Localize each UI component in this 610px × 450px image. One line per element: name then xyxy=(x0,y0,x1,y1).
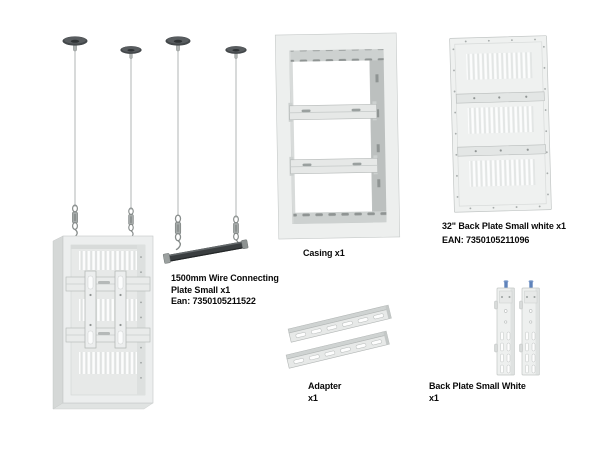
label-line: Casing x1 xyxy=(303,248,345,258)
wire-turnbuckle-icon xyxy=(127,207,135,240)
cross-rail-icon xyxy=(289,155,378,176)
back-plate-32-label: 32" Back Plate Small white x1 EAN: 73501… xyxy=(442,220,566,247)
label-line: Plate Small x1 xyxy=(171,284,231,295)
label-line: 1500mm Wire Connecting xyxy=(171,273,279,283)
ceiling-disc-icon xyxy=(224,45,248,59)
label-line: x1 xyxy=(429,393,439,403)
label-line: Ean: 7350105211522 xyxy=(171,296,256,306)
ceiling-disc-icon xyxy=(62,35,88,52)
vesa-bracket-icon xyxy=(114,270,127,349)
wire-turnbuckle-icon xyxy=(71,204,79,239)
label-line: 32" Back Plate Small white x1 xyxy=(442,221,566,231)
suspended-casing-icon xyxy=(52,235,154,410)
label-line: Adapter xyxy=(308,381,342,391)
adapter-label: Adapter x1 xyxy=(308,380,341,404)
connecting-bar-icon xyxy=(162,239,249,264)
ceiling-disc-icon xyxy=(165,35,191,52)
back-plate-32-illustration xyxy=(449,35,552,213)
hanging-casing-illustration xyxy=(52,35,154,410)
wire-turnbuckle-icon xyxy=(174,214,182,251)
mount-bracket-icon xyxy=(519,280,540,376)
casing-label: Casing x1 xyxy=(303,247,345,259)
mount-bracket-icon xyxy=(494,280,515,376)
back-plate-small-label: Back Plate Small White x1 xyxy=(429,380,526,404)
adapter-rail-icon xyxy=(287,304,392,343)
ceiling-disc-icon xyxy=(119,45,143,59)
label-line: Back Plate Small White xyxy=(429,381,526,391)
label-line: EAN: 7350105211096 xyxy=(442,234,530,245)
wire-connecting-plate-illustration xyxy=(162,35,249,264)
adapter-rail-icon xyxy=(285,330,390,369)
back-plate-small-illustration xyxy=(494,280,540,376)
vesa-bracket-icon xyxy=(84,270,97,349)
wire-connecting-plate-label: 1500mm Wire Connecting Plate Small x1 Ea… xyxy=(171,273,279,308)
label-line: x1 xyxy=(308,393,318,403)
cross-rail-icon xyxy=(288,101,378,122)
casing-illustration xyxy=(274,32,401,240)
adapter-illustration xyxy=(285,304,392,369)
